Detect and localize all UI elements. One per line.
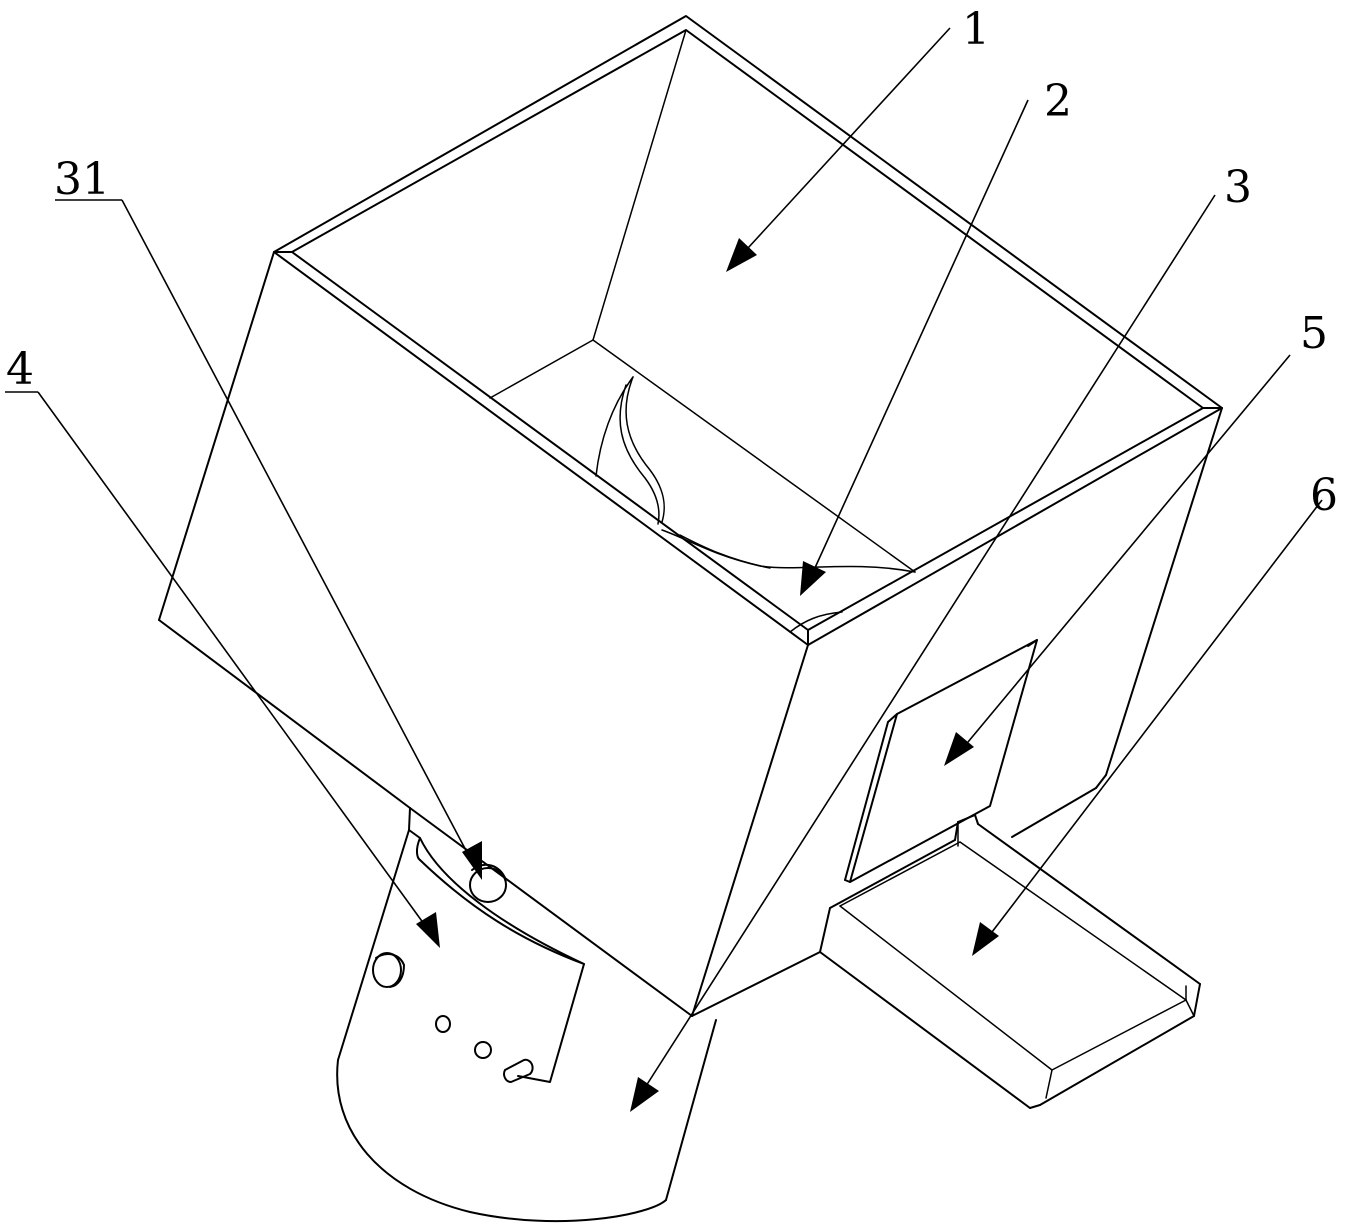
- label-31: 31: [54, 154, 110, 205]
- hopper-body: [158, 15, 1223, 1017]
- hopper-front-edge: [691, 644, 809, 1017]
- hopper-left-edge: [158, 251, 275, 621]
- hopper-rim-outer: [273, 15, 1223, 646]
- hopper-right-edge: [1105, 407, 1223, 776]
- button-3: [503, 1058, 534, 1083]
- label-4: 4: [6, 344, 34, 395]
- label-1: 1: [962, 4, 990, 55]
- power-switch: [372, 952, 402, 988]
- label-3: 3: [1224, 162, 1252, 213]
- callout-2: [800, 99, 1029, 596]
- label-2: 2: [1044, 76, 1072, 127]
- label-5: 5: [1300, 308, 1328, 359]
- callout-3: [630, 194, 1216, 1112]
- callout-4: [5, 391, 440, 948]
- base-cylinder-bottom: [336, 1059, 667, 1223]
- auger-blade: [595, 376, 634, 477]
- callout-1: [726, 27, 951, 272]
- side-door: [844, 639, 1038, 883]
- button-1: [435, 1015, 451, 1033]
- control-knob: [469, 867, 507, 903]
- hopper-bottom-left-edge: [158, 619, 411, 809]
- callout-5: [944, 354, 1291, 766]
- base-cylinder: [336, 807, 717, 1223]
- callout-31: [55, 199, 482, 880]
- hopper-interior: [489, 29, 916, 633]
- discharge-tray: [819, 814, 1201, 1109]
- button-2: [474, 1041, 492, 1059]
- callout-6: [972, 499, 1323, 956]
- label-6: 6: [1310, 470, 1338, 521]
